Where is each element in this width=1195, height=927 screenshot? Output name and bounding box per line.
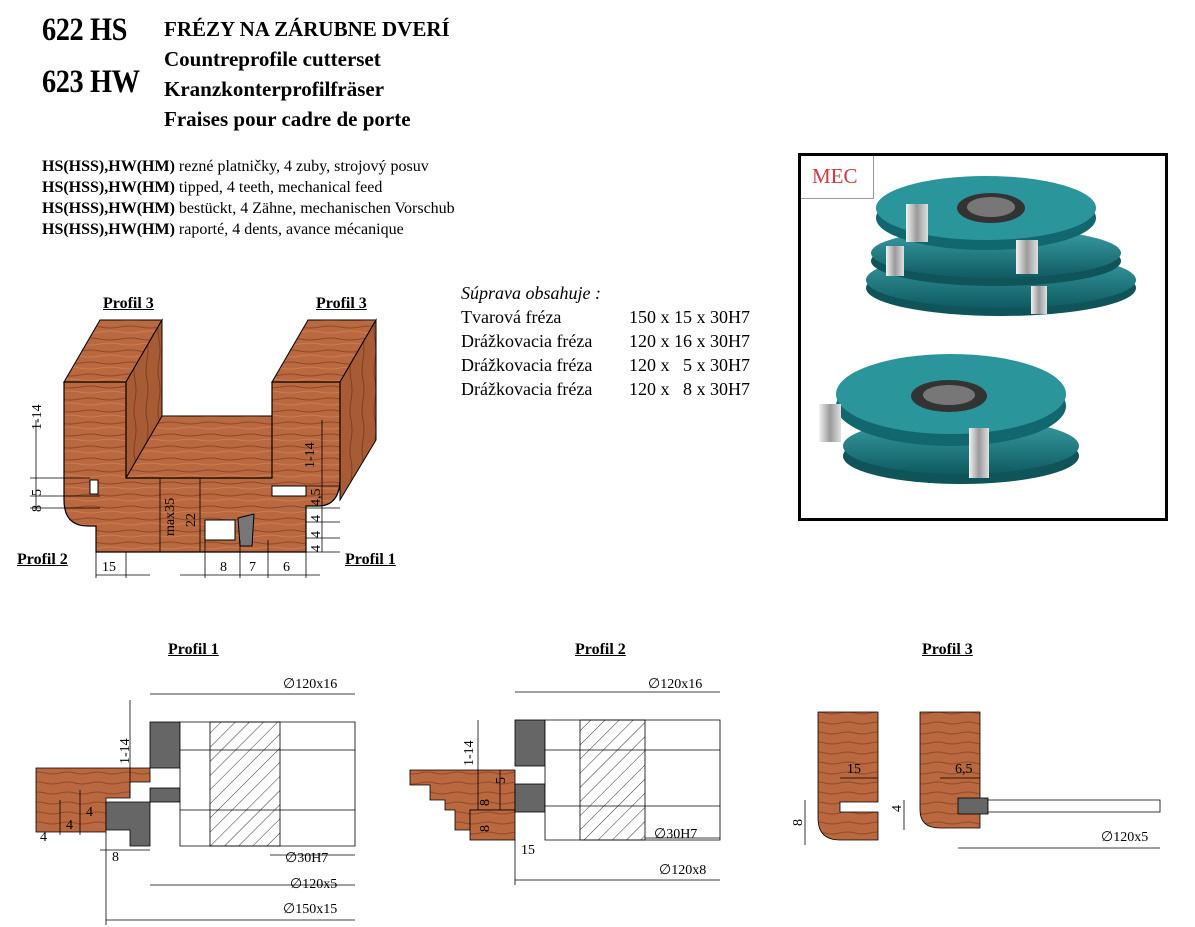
p3-dim-4: 4 [890,805,905,812]
dim-max35: max35 [163,497,178,536]
dim-1-14-right: 1-14 [303,442,318,468]
cutter-photo [819,176,1136,484]
set-item-name: Drážkovacia fréza [461,355,593,375]
p3-dim-15: 15 [847,762,861,777]
profile-drawings [35,691,1161,925]
dim-1-14-left: 1-14 [30,404,45,430]
dim-4-5: 4,5 [309,488,324,507]
cutter-lower [819,354,1079,484]
p2-dim-1-14: 1-14 [462,740,477,766]
p1-dim-30h7: ∅30H7 [285,851,329,866]
p2-dim-15: 15 [521,843,535,858]
title-fr: Fraises pour cadre de porte [164,107,411,131]
set-item-name: Tvarová fréza [461,307,562,327]
profil3-label: Profil 3 [922,641,973,658]
title-sk: FRÉZY NA ZÁRUBNE DVERÍ [164,17,450,41]
profil2-label: Profil 2 [575,641,626,658]
main-profil1-label: Profil 1 [345,551,396,568]
set-item-size: 120 x 16 x 30H7 [629,331,750,351]
product-photo-frame: MEC [798,153,1168,521]
main-profil2-label: Profil 2 [17,551,68,568]
product-code-hw: 623 HW [42,64,140,100]
p1-dim-120x5: ∅120x5 [290,877,338,892]
set-item-name: Drážkovacia fréza [461,379,593,399]
p3-dim-120x5: ∅120x5 [1101,830,1149,845]
p1-dim-150x15: ∅150x15 [283,902,338,917]
main-assembly-drawing [30,318,377,578]
set-contents: Súprava obsahuje : Tvarová fréza 150 x 15… [461,281,750,401]
dim-8: 8 [220,560,227,575]
dim-22: 22 [184,513,199,527]
set-item-size: 120 x 5 x 30H7 [629,355,750,375]
title-en: Countreprofile cutterset [164,47,381,71]
p2-dim-8b: 8 [478,825,493,832]
set-item-size: 150 x 15 x 30H7 [629,307,750,327]
spec-line: HS(HSS),HW(HM) bestückt, 4 Zähne, mechan… [42,200,455,217]
product-code-hs: 622 HS [42,12,127,48]
title-de: Kranzkonterprofilfräser [164,77,385,101]
main-profil3-left-label: Profil 3 [103,295,154,312]
p2-dim-120x8: ∅120x8 [659,863,707,878]
p3-dim-8: 8 [791,819,806,826]
p1-dim-8: 8 [112,850,119,865]
p1-dim-1-14: 1-14 [118,738,133,764]
spec-line: HS(HSS),HW(HM) tipped, 4 teeth, mechanic… [42,179,383,196]
dim-6: 6 [283,560,290,575]
p3-dim-6-5: 6,5 [955,762,973,777]
p2-dim-8a: 8 [478,799,493,806]
set-contents-heading: Súprava obsahuje : [461,283,601,303]
dim-5-left: 5 [30,489,45,496]
p2-dim-30h7: ∅30H7 [654,827,698,842]
main-profil3-right-label: Profil 3 [316,295,367,312]
title-block: FRÉZY NA ZÁRUBNE DVERÍ Countreprofile cu… [164,14,450,134]
spec-list: HS(HSS),HW(HM) rezné platničky, 4 zuby, … [42,156,455,240]
dim-4a: 4 [309,515,324,522]
spec-line: HS(HSS),HW(HM) raporté, 4 dents, avance … [42,221,404,238]
set-item-size: 120 x 8 x 30H7 [629,379,750,399]
cutter-upper-stack [866,176,1136,316]
mec-badge: MEC [801,156,874,199]
spec-line: HS(HSS),HW(HM) rezné platničky, 4 zuby, … [42,158,429,175]
p1-dim-4b: 4 [66,818,73,833]
profil1-label: Profil 1 [168,641,219,658]
p1-dim-4c: 4 [40,830,47,845]
dim-8-left: 8 [30,505,45,512]
p2-dim-5: 5 [494,777,509,784]
p1-dim-120x16: ∅120x16 [283,677,338,692]
dim-15: 15 [102,560,116,575]
p2-dim-120x16: ∅120x16 [648,677,703,692]
dim-7: 7 [249,560,256,575]
dim-4c: 4 [309,545,324,552]
mec-label: MEC [812,164,858,188]
set-item-name: Drážkovacia fréza [461,331,593,351]
dim-4b: 4 [309,531,324,538]
p1-dim-4a: 4 [86,805,93,820]
